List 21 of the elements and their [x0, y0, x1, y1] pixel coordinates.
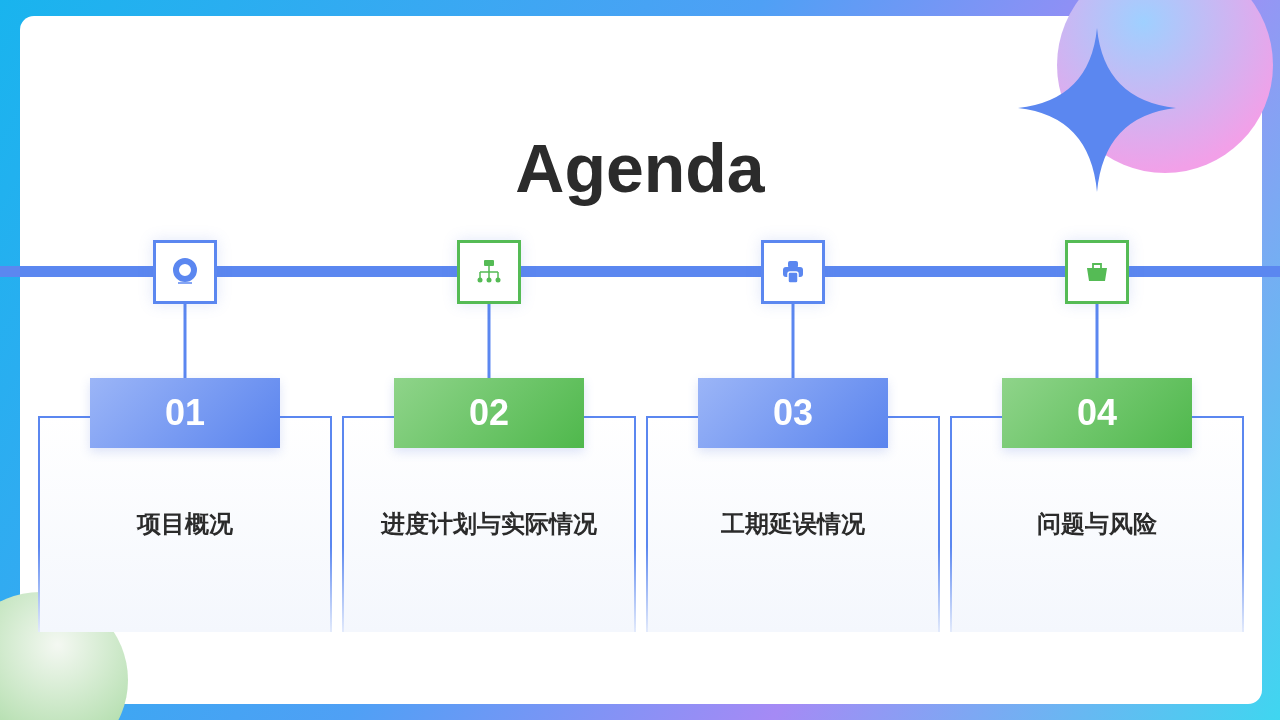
item-title: 进度计划与实际情况: [380, 509, 598, 539]
connector-line: [1095, 304, 1099, 378]
agenda-card: [38, 378, 332, 632]
agenda-card: [342, 378, 636, 632]
number-tab: 04: [1002, 378, 1192, 448]
connector-line: [183, 304, 187, 378]
item-title: 项目概况: [135, 509, 234, 539]
icon-box: [1065, 240, 1129, 304]
connector-line: [487, 304, 491, 378]
number-tab: 03: [698, 378, 888, 448]
number-tab: 01: [90, 378, 280, 448]
icon-box: [457, 240, 521, 304]
item-title: 工期延误情况: [720, 509, 866, 539]
icon-box: [153, 240, 217, 304]
number-tab: 02: [394, 378, 584, 448]
connector-line: [791, 304, 795, 378]
icon-box: [761, 240, 825, 304]
title: Agenda: [514, 129, 766, 208]
item-title: 问题与风险: [1036, 509, 1158, 539]
agenda-card: [646, 378, 940, 632]
agenda-card: [950, 378, 1244, 632]
